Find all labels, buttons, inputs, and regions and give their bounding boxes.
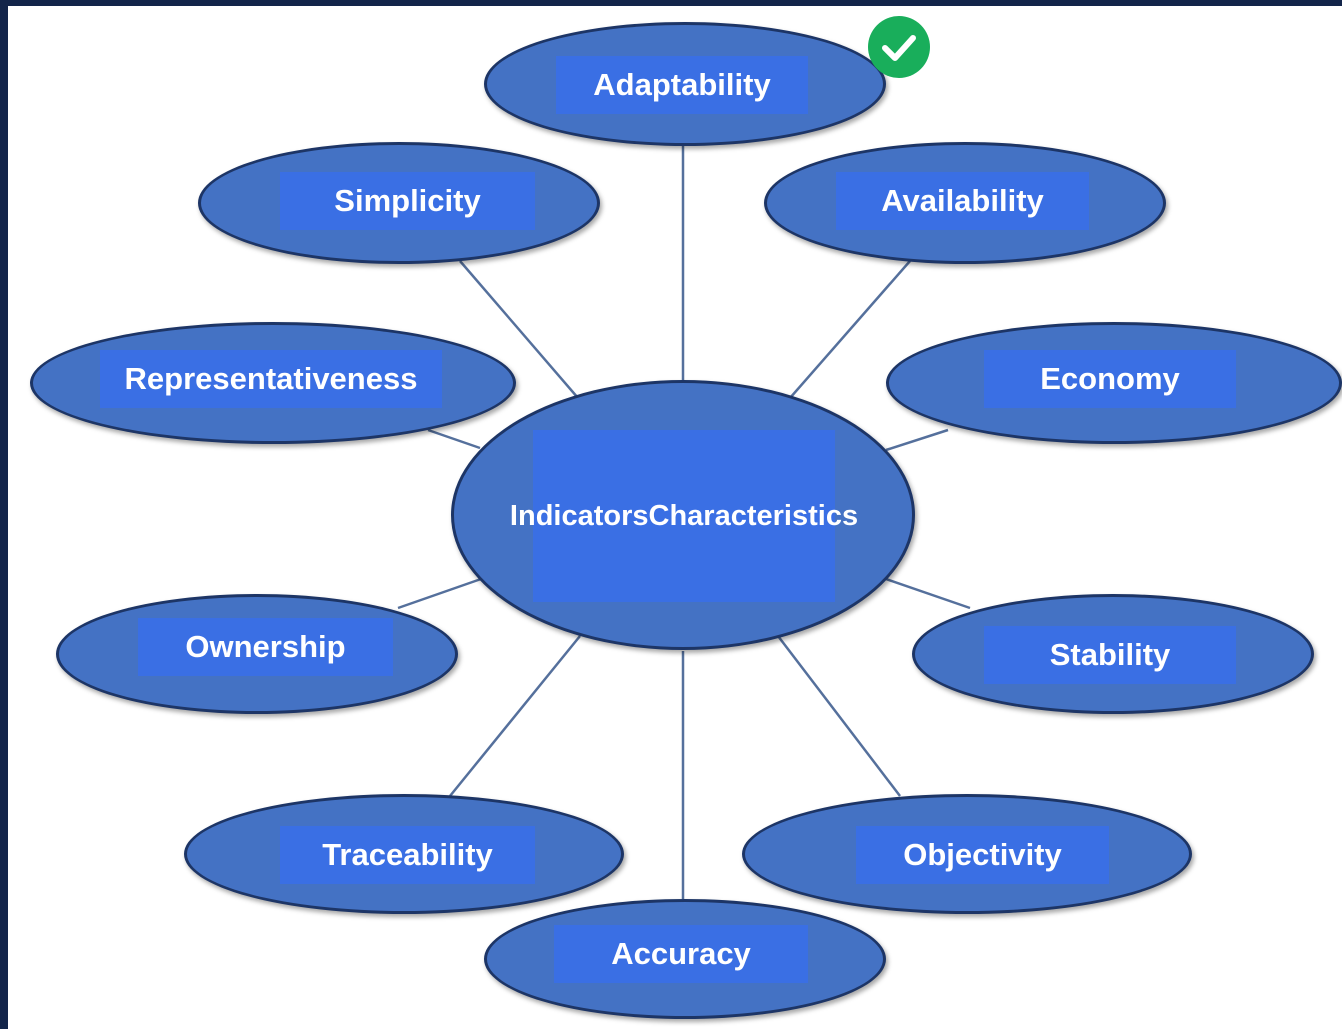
- label-availability: Availability: [836, 172, 1089, 230]
- label-accuracy: Accuracy: [554, 925, 808, 983]
- center-label-line1: Indicators: [509, 499, 649, 532]
- connector-representativeness: [427, 428, 481, 450]
- label-economy: Economy: [984, 350, 1236, 408]
- checkmark-icon: [882, 35, 916, 61]
- connector-objectivity: [777, 635, 901, 797]
- label-traceability: Traceability: [280, 826, 535, 884]
- label-adaptability: Adaptability: [556, 56, 808, 114]
- connector-lines: [397, 144, 971, 899]
- label-ownership: Ownership: [138, 618, 393, 676]
- center-label-line2: Characteristics: [648, 499, 859, 532]
- diagram-canvas: Adaptability Simplicity Availability Rep…: [8, 6, 1342, 1029]
- connector-economy: [885, 428, 949, 452]
- connector-availability: [789, 260, 911, 399]
- label-stability: Stability: [984, 626, 1236, 684]
- label-objectivity: Objectivity: [856, 826, 1109, 884]
- checkmark-badge: [868, 16, 930, 78]
- connector-simplicity: [459, 260, 579, 399]
- connector-traceability: [449, 635, 581, 797]
- center-label: Indicators Characteristics: [510, 430, 858, 602]
- label-simplicity: Simplicity: [280, 172, 535, 230]
- connector-ownership: [397, 577, 482, 610]
- label-representativeness: Representativeness: [100, 350, 442, 408]
- connector-stability: [885, 577, 971, 610]
